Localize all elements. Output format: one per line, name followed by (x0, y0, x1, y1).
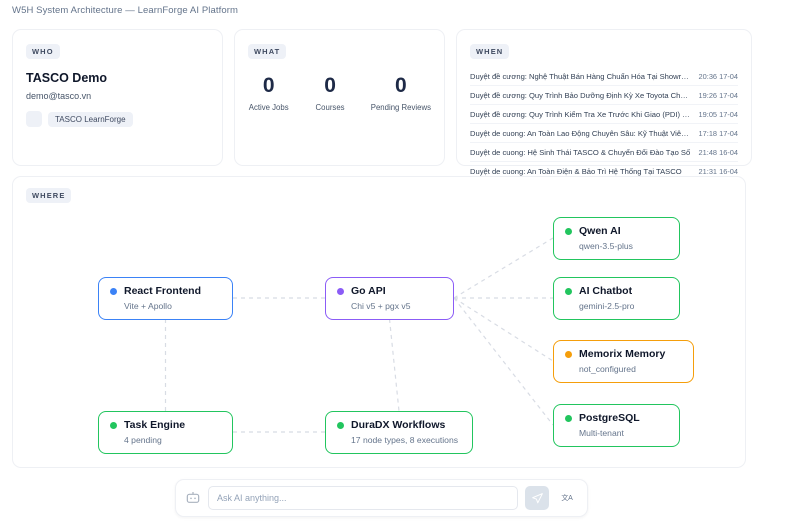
org-avatar (26, 111, 42, 127)
stat-label: Active Jobs (248, 103, 289, 112)
when-activity-time: 17:18 17-04 (698, 128, 738, 138)
when-activity-row[interactable]: Duyệt de cuong: An Toàn Điện & Bảo Trì H… (470, 162, 738, 180)
status-dot-icon (565, 414, 572, 422)
stat-label: Courses (315, 103, 345, 112)
node-title-row: AI Chatbot (565, 285, 668, 297)
node-subtitle: not_configured (579, 364, 636, 374)
node-subtitle: qwen-3.5-plus (579, 241, 633, 251)
stat-courses: 0 Courses (309, 75, 350, 112)
stats-row: 0 Active Jobs 0 Courses 0 Pending Review… (248, 75, 431, 112)
page-title: W5H System Architecture — LearnForge AI … (12, 5, 239, 16)
who-chip: WHO (26, 44, 60, 59)
when-activity-time: 21:48 16-04 (698, 147, 738, 157)
node-subtitle: Multi-tenant (579, 428, 624, 438)
who-user-name: TASCO Demo (26, 71, 108, 85)
stat-value: 0 (262, 74, 275, 97)
chat-bot-icon (185, 490, 201, 506)
when-activity-time: 21:31 16-04 (698, 166, 738, 176)
when-card: WHEN Duyệt đề cương: Nghệ Thuật Bán Hàng… (456, 29, 752, 176)
node-duradx-workflows[interactable]: DuraDX Workflows 17 node types, 8 executi… (325, 411, 473, 454)
when-activity-row[interactable]: Duyệt de cuong: An Toàn Lao Động Chuyên … (470, 124, 738, 143)
node-title-row: React Frontend (110, 285, 221, 297)
when-activity-time: 19:05 17-04 (698, 109, 738, 119)
when-activity-text: Duyệt đề cương: Nghệ Thuật Bán Hàng Chuẩ… (470, 71, 691, 81)
node-task-engine[interactable]: Task Engine 4 pending (98, 411, 233, 454)
edge-go-api-to-memorix-memory (453, 297, 554, 362)
status-dot-icon (110, 421, 117, 429)
node-title-row: Task Engine (110, 419, 221, 431)
when-activity-row[interactable]: Duyệt đề cương: Nghệ Thuật Bán Hàng Chuẩ… (470, 67, 738, 86)
when-activity-row[interactable]: Duyệt đề cương: Quy Trình Kiểm Tra Xe Tr… (470, 105, 738, 124)
node-ai-chatbot[interactable]: AI Chatbot gemini-2.5-pro (553, 277, 680, 320)
node-title: AI Chatbot (579, 285, 633, 297)
node-title-row: Go API (337, 285, 442, 297)
who-user-email: demo@tasco.vn (26, 91, 92, 101)
when-activity-text: Duyệt đề cương: Quy Trình Kiểm Tra Xe Tr… (470, 109, 691, 119)
stat-value: 0 (324, 74, 336, 97)
stat-pending-reviews: 0 Pending Reviews (371, 75, 431, 112)
status-dot-icon (565, 287, 572, 295)
node-title: React Frontend (124, 285, 202, 297)
node-title: DuraDX Workflows (351, 419, 446, 431)
node-subtitle: 4 pending (124, 435, 162, 445)
node-title: Memorix Memory (579, 348, 666, 360)
node-title-row: Memorix Memory (565, 348, 682, 360)
when-activity-time: 19:26 17-04 (698, 90, 738, 100)
when-activity-text: Duyệt de cuong: An Toàn Lao Động Chuyên … (470, 128, 691, 138)
node-memorix-memory[interactable]: Memorix Memory not_configured (553, 340, 694, 383)
edge-go-api-to-duradx-workflows (388, 318, 400, 412)
status-dot-icon (565, 227, 572, 235)
node-subtitle: Chi v5 + pgx v5 (351, 301, 411, 311)
when-activity-text: Duyệt de cuong: Hệ Sinh Thái TASCO & Chu… (470, 147, 691, 157)
where-chip: WHERE (26, 188, 72, 203)
when-activity-list: Duyệt đề cương: Nghệ Thuật Bán Hàng Chuẩ… (470, 67, 738, 180)
edge-go-api-to-qwen-ai (453, 237, 554, 299)
who-card: WHO TASCO Demo demo@tasco.vn TASCO Learn… (12, 29, 223, 166)
ai-chat-bar: 文A (175, 479, 588, 517)
node-title-row: DuraDX Workflows (337, 419, 461, 431)
node-title-row: Qwen AI (565, 225, 668, 237)
node-title: PostgreSQL (579, 412, 640, 424)
node-qwen-ai[interactable]: Qwen AI qwen-3.5-plus (553, 217, 680, 260)
when-activity-time: 20:36 17-04 (698, 71, 738, 81)
when-chip: WHEN (470, 44, 510, 59)
status-dot-icon (110, 287, 117, 295)
node-postgresql[interactable]: PostgreSQL Multi-tenant (553, 404, 680, 447)
status-dot-icon (337, 287, 344, 295)
what-card: WHAT 0 Active Jobs 0 Courses 0 Pending R… (234, 29, 445, 166)
node-title: Go API (351, 285, 386, 297)
node-title: Task Engine (124, 419, 186, 431)
when-activity-text: Duyệt de cuong: An Toàn Điện & Bảo Trì H… (470, 166, 682, 176)
what-chip: WHAT (248, 44, 287, 59)
translate-language-icon[interactable]: 文A (556, 487, 578, 509)
summary-cards-row: WHO TASCO Demo demo@tasco.vn TASCO Learn… (12, 29, 794, 176)
node-go-api[interactable]: Go API Chi v5 + pgx v5 (325, 277, 454, 320)
stat-value: 0 (395, 74, 407, 97)
who-org-row: TASCO LearnForge (26, 111, 209, 127)
send-paper-plane-icon[interactable] (525, 486, 549, 510)
graph-edges (164, 237, 554, 433)
org-badge: TASCO LearnForge (48, 111, 133, 127)
stat-label: Pending Reviews (370, 103, 431, 112)
node-title: Qwen AI (579, 225, 621, 237)
ai-chat-input[interactable] (208, 486, 518, 510)
node-subtitle: Vite + Apollo (124, 301, 172, 311)
when-activity-row[interactable]: Duyệt de cuong: Hệ Sinh Thái TASCO & Chu… (470, 143, 738, 162)
status-dot-icon (565, 350, 572, 358)
stat-active-jobs: 0 Active Jobs (248, 75, 289, 112)
when-activity-text: Duyệt đề cương: Quy Trình Bảo Dưỡng Định… (470, 90, 691, 100)
node-subtitle: 17 node types, 8 executions (351, 435, 459, 445)
status-dot-icon (337, 421, 344, 429)
node-subtitle: gemini-2.5-pro (579, 301, 635, 311)
node-title-row: PostgreSQL (565, 412, 668, 424)
edge-go-api-to-postgresql (453, 297, 554, 426)
when-activity-row[interactable]: Duyệt đề cương: Quy Trình Bảo Dưỡng Định… (470, 86, 738, 105)
